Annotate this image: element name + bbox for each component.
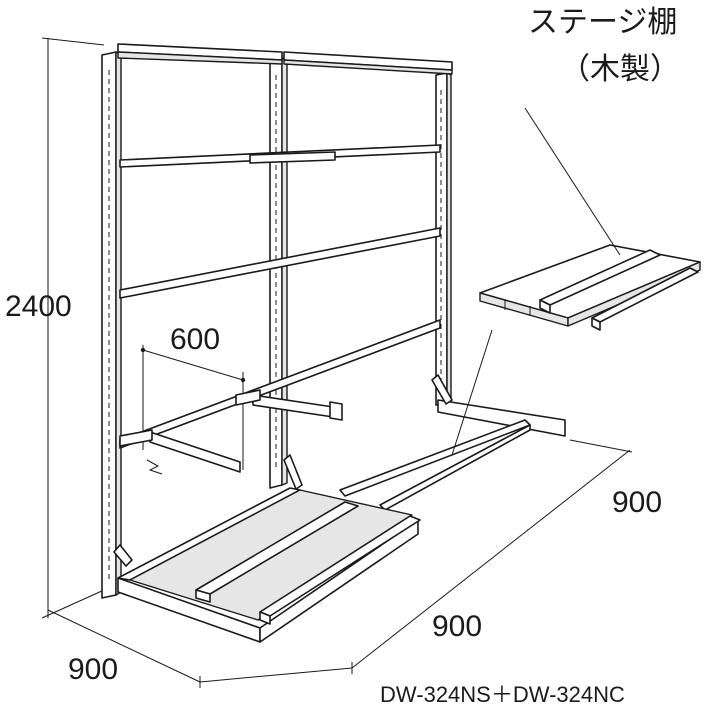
middle-upright: [269, 57, 288, 489]
right-upright: [435, 72, 452, 406]
base-frame: [113, 374, 566, 643]
width-dimension-bottom-label: 900: [432, 610, 483, 643]
bracket-detail-mark: [146, 459, 163, 475]
detached-stage-shelf: [479, 244, 701, 331]
stage-shelf-material: （木製）: [560, 53, 680, 86]
leader-lines: [451, 107, 621, 456]
arm-dimension-label: 600: [170, 323, 221, 356]
depth-dimension-left-label: 900: [68, 653, 119, 686]
top-board: [117, 43, 453, 75]
left-upright: [101, 51, 122, 599]
stage-shelf-title: ステージ棚: [528, 6, 678, 39]
back-beams: [119, 144, 441, 449]
arm-bracket: [119, 389, 343, 473]
depth-dimension-right-label: 900: [612, 486, 663, 519]
installed-stage-shelf: [129, 489, 421, 625]
height-dimension-label: 2400: [5, 290, 72, 323]
dimension-lines: [41, 37, 633, 688]
model-code: DW-324NS＋DW-324NC: [380, 682, 625, 707]
